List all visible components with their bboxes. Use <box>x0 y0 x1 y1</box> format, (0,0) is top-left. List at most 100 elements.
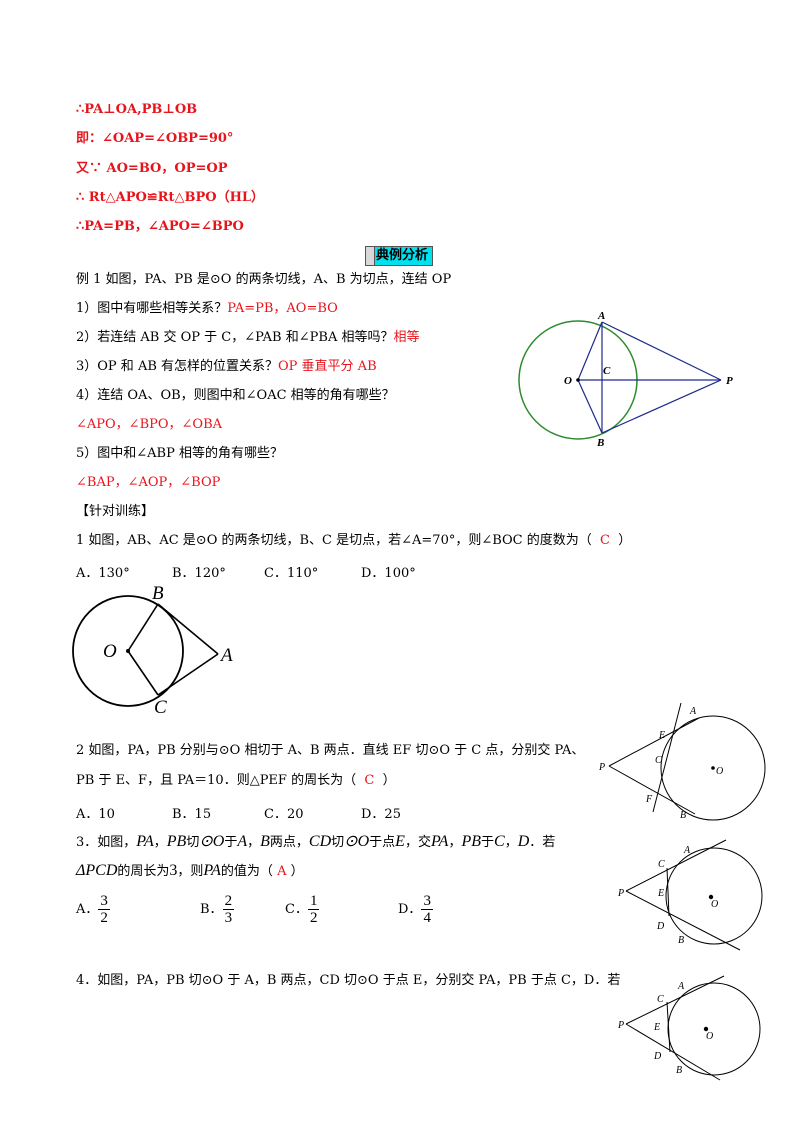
t3-text-1: 3．如图， <box>76 835 137 850</box>
t2-option-b: B．15 <box>172 807 212 822</box>
t3-text-7: 切 <box>331 835 345 850</box>
example-q1-answer: PA=PB，AO=BO <box>227 301 338 316</box>
t2-line-PB <box>608 765 696 815</box>
t4-stem: 4．如图，PA，PB 切⊙O 于 A，B 两点，CD 切⊙O 于点 E，分别交 … <box>76 973 621 988</box>
t3-option-c-num: 1 <box>307 893 320 910</box>
t3-line-2: ΔPCD的周长为3，则PA的值为（ A ） <box>76 861 304 882</box>
t2-label-E: E <box>658 730 665 741</box>
segment-PB <box>601 379 722 434</box>
t3-text-6: 两点， <box>269 835 309 850</box>
t1-label-C: C <box>154 697 167 718</box>
t4-label-O: O <box>706 1031 713 1042</box>
t1-stem-text: 1 如图，AB、AC 是⊙O 的两条切线，B、C 是切点，若∠A=70°，则∠B… <box>76 533 592 548</box>
t1-label-B: B <box>152 583 164 604</box>
example-q5-answer: ∠BAP，∠AOP，∠BOP <box>76 475 221 490</box>
t2-circle <box>660 715 766 821</box>
t3-circle <box>665 847 763 945</box>
t2-option-c: C．20 <box>264 807 304 822</box>
t2-line-PA <box>608 717 700 767</box>
t1-stem: 1 如图，AB、AC 是⊙O 的两条切线，B、C 是切点，若∠A=70°，则∠B… <box>76 533 631 549</box>
proof-line-2: 即：∠OAP=∠OBP=90° <box>76 131 234 146</box>
t3-option-a-num: 3 <box>98 893 110 910</box>
t1-close: ） <box>618 533 632 548</box>
t3-option-c-den: 2 <box>309 910 318 926</box>
segment-OB <box>577 379 603 434</box>
t4-label-C: C <box>657 994 664 1005</box>
t3-line-1: 3．如图，PA，PB切⊙O于A，B两点，CD切⊙O于点E，交PA，PB于C，D．… <box>76 832 555 853</box>
example-q2: 2）若连结 AB 交 OP 于 C，∠PAB 和∠PBA 相等吗？相等 <box>76 330 419 346</box>
t3-l2-text-3: 的值为（ <box>220 864 273 879</box>
segment-PA <box>601 321 722 381</box>
t2-line-1: 2 如图，PA，PB 分别与⊙O 相切于 A、B 两点．直线 EF 切⊙O 于 … <box>76 743 585 758</box>
label-O: O <box>564 375 572 387</box>
t3-math-A: A <box>237 833 248 850</box>
section-title-marker <box>366 247 375 265</box>
example-figure: A B C O P <box>518 310 733 449</box>
t3-option-d-label: D． <box>398 902 422 917</box>
label-P: P <box>726 375 733 387</box>
example-q3-answer: OP 垂直平分 AB <box>278 359 377 374</box>
label-B: B <box>596 437 604 449</box>
t3-label-O: O <box>711 899 718 910</box>
example-q1: 1）图中有哪些相等关系？PA=PB，AO=BO <box>76 301 338 317</box>
t1-option-a: A．130° <box>76 566 130 581</box>
t2-label-C: C <box>655 755 662 766</box>
t2-label-F: F <box>645 794 653 805</box>
proof-line-4: ∴ Rt△APO≌Rt△BPO（HL） <box>76 190 264 205</box>
t3-math-PA-3: PA <box>203 862 221 879</box>
proof-line-5: ∴PA=PB，∠APO=∠BPO <box>76 219 244 234</box>
t1-option-c: C．110° <box>264 566 319 581</box>
t1-figure: B C O A <box>72 583 233 718</box>
t2-figure: A E C P O F B <box>598 702 766 821</box>
t3-label-D: D <box>656 921 665 932</box>
example-stem: 例 1 如图，PA、PB 是⊙O 的两条切线，A、B 为切点，连结 OP <box>76 272 452 287</box>
t3-math-PB-2: PB <box>461 833 481 850</box>
t3-math-PB: PB <box>166 833 187 850</box>
t4-figure: C A E P O D B <box>617 975 761 1081</box>
t1-segment-AB <box>157 603 219 655</box>
t3-text-12: ， <box>504 835 518 850</box>
t4-label-P: P <box>617 1020 624 1031</box>
t2-label-A: A <box>689 706 697 717</box>
point-O <box>576 378 580 382</box>
proof-line-3: 又∵ AO=BO，OP=OP <box>76 161 228 176</box>
section-title: 典例分析 <box>365 246 434 266</box>
t4-line-PA <box>625 975 725 1025</box>
t3-option-a-den: 2 <box>100 910 108 926</box>
t3-math-PA: PA <box>136 833 154 850</box>
t4-line-CD <box>666 1001 671 1053</box>
t3-text-10: ， <box>448 835 462 850</box>
t3-option-b-num: 2 <box>222 893 235 910</box>
t2-close: ） <box>382 773 396 788</box>
example-q2-answer: 相等 <box>393 330 420 345</box>
t4-line-PB <box>625 1023 721 1081</box>
t3-answer: A <box>277 864 287 879</box>
t1-label-A: A <box>219 645 233 666</box>
t3-math-CD: CD <box>308 833 332 850</box>
t3-math-PA-2: PA <box>430 833 449 850</box>
t1-option-b: B．120° <box>172 566 226 581</box>
t1-point-O <box>126 649 130 653</box>
t1-label-O: O <box>103 641 117 662</box>
t2-label-P: P <box>598 762 605 773</box>
t2-label-O: O <box>716 766 723 777</box>
t3-math-circle-O-2: ⊙O <box>344 833 370 850</box>
t3-option-b-label: B． <box>200 902 223 917</box>
t3-text-4: 于 <box>224 835 238 850</box>
example-q5: 5）图中和∠ABP 相等的角有哪些？ <box>76 446 283 461</box>
t3-text-5: ， <box>247 835 261 850</box>
t2-option-d: D．25 <box>361 807 401 822</box>
t3-option-b-den: 3 <box>224 910 233 926</box>
segment-OA <box>577 321 603 381</box>
t4-point-O <box>703 1026 709 1032</box>
t2-point-O <box>711 766 715 770</box>
example-q3-text: 3）OP 和 AB 有怎样的位置关系？ <box>76 359 279 374</box>
t4-label-E: E <box>653 1022 660 1033</box>
t1-answer: C <box>600 533 610 548</box>
